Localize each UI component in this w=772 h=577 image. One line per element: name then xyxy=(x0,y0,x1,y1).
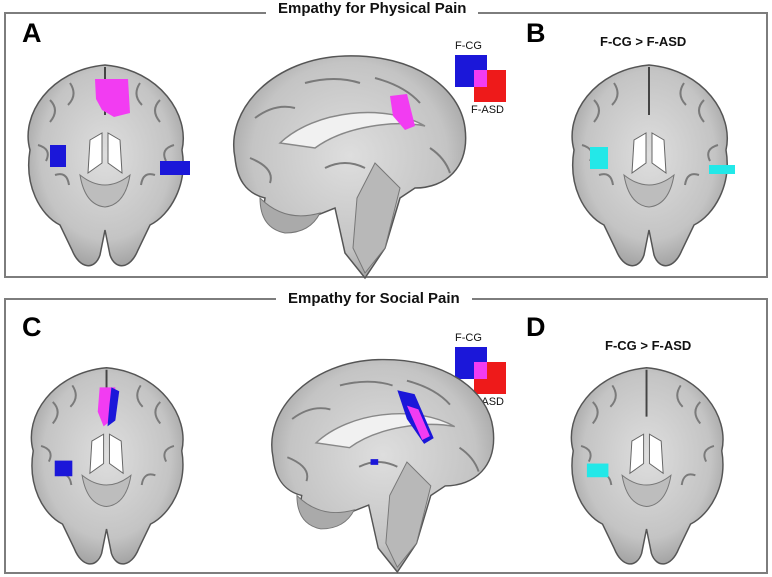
legend-label-fcg: F-CG xyxy=(455,332,482,344)
cluster-fcg-left-c xyxy=(54,460,73,477)
panel-letter-b: B xyxy=(526,18,546,48)
cluster-overlap-sagittal-a xyxy=(390,94,415,130)
panel-letter-c: C xyxy=(22,312,42,342)
legend-swatch-overlap xyxy=(474,70,487,87)
brain-coronal-c xyxy=(30,366,184,565)
contrast-label-b: F-CG > F-ASD xyxy=(600,34,687,49)
cluster-contrast-left-b xyxy=(590,147,608,169)
panel-letter-a: A xyxy=(22,18,42,48)
legend-physical: F-CG F-ASD xyxy=(455,40,535,116)
brain-coronal-b xyxy=(571,64,735,267)
cluster-fcg-small-c xyxy=(370,459,379,465)
cluster-fcg-left-a xyxy=(50,145,66,167)
cluster-fcg-right-a xyxy=(160,161,190,175)
section-title-physical-pain: Empathy for Physical Pain xyxy=(266,0,479,17)
cluster-contrast-right-b xyxy=(709,165,735,174)
legend-label-fcg: F-CG xyxy=(455,40,482,52)
section-title-social-pain: Empathy for Social Pain xyxy=(276,290,472,307)
legend-swatch-overlap xyxy=(474,362,487,379)
legend-social: F-CG F-ASD xyxy=(455,332,535,408)
cluster-overlap-a xyxy=(95,79,130,117)
contrast-label-d: F-CG > F-ASD xyxy=(605,338,692,353)
cluster-overlap-sagittal-c xyxy=(406,405,430,440)
cluster-contrast-d xyxy=(586,463,609,478)
legend-label-fasd: F-ASD xyxy=(471,104,504,116)
panel-letter-d: D xyxy=(526,312,546,342)
brain-sagittal-c xyxy=(270,358,495,573)
cluster-fcg-c xyxy=(107,387,120,427)
brain-sagittal-a xyxy=(232,54,467,279)
brain-coronal-d xyxy=(570,366,724,565)
brain-coronal-a xyxy=(27,64,190,267)
